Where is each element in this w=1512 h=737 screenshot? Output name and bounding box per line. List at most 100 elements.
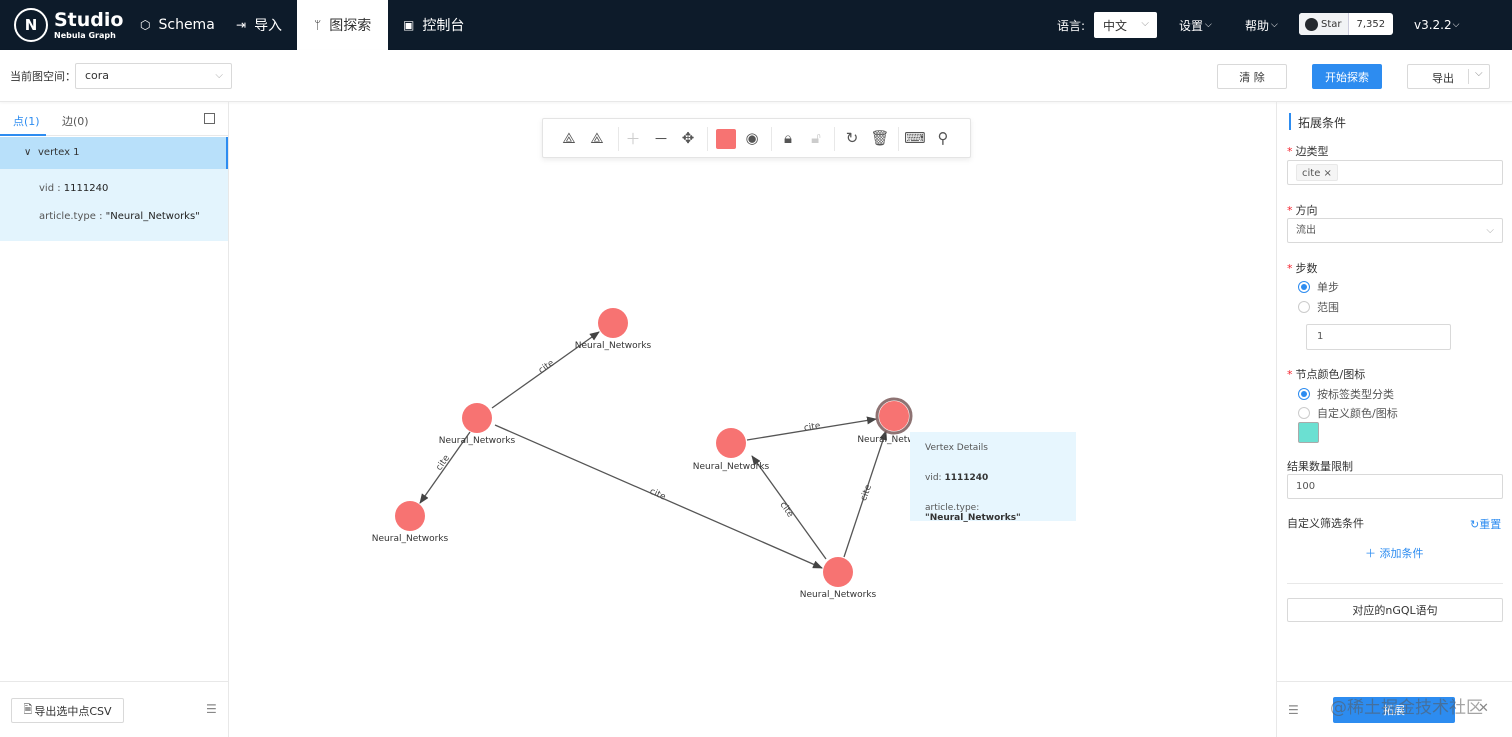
step-single-label: 单步 (1317, 281, 1339, 294)
nav-import[interactable]: ⇥ 导入 (236, 0, 282, 50)
ngql-statement-button[interactable]: 对应的nGQL语句 (1287, 598, 1503, 622)
step-range-radio[interactable]: 范围 (1298, 299, 1339, 315)
graph-node[interactable] (598, 308, 628, 338)
vertex-properties: vid : 1111240 article.type : "Neural_Net… (0, 169, 228, 241)
expand-button[interactable]: 拓展 (1333, 697, 1455, 723)
expand-graph-icon[interactable]: ⟁ (562, 129, 576, 147)
graph-node[interactable] (716, 428, 746, 458)
start-explore-button[interactable]: 开始探索 (1312, 64, 1382, 89)
top-navbar: N Studio Nebula Graph ⬡ Schema ⇥ 导入 ᛘ 图探… (0, 0, 1512, 50)
edge-label: cite (434, 453, 452, 473)
panel-title: 拓展条件 (1298, 116, 1347, 130)
graph-canvas[interactable]: cite cite cite cite cite cite Neural_Net… (229, 102, 1276, 737)
help-menu[interactable]: 帮助 ⌵ (1245, 0, 1278, 50)
step-single-radio[interactable]: 单步 (1298, 279, 1339, 295)
app-logo[interactable]: N Studio Nebula Graph (14, 8, 123, 42)
add-condition-link[interactable]: ＋ 添加条件 (1365, 545, 1424, 561)
undo-icon[interactable]: ↻ (845, 129, 859, 147)
nav-console[interactable]: ▣ 控制台 (403, 0, 464, 50)
graph-edge[interactable] (746, 416, 877, 441)
lock-icon[interactable]: 🔒︎ (784, 129, 792, 147)
space-label: 当前图空间： (10, 70, 76, 83)
reset-label: 重置 (1479, 518, 1502, 531)
node-color-swatch[interactable] (1298, 422, 1319, 443)
graph-node[interactable] (462, 403, 492, 433)
edge-type-tag[interactable]: cite × (1296, 164, 1338, 181)
collapse-menu-icon[interactable]: ☰ (206, 702, 217, 716)
color-custom-radio[interactable]: 自定义颜色/图标 (1298, 405, 1398, 421)
language-select[interactable]: 中文 ⌵ (1094, 12, 1157, 38)
tooltip-vid-label: vid: (925, 473, 945, 483)
selection-tabs: 点(1) 边(0) (0, 102, 229, 136)
node-labels: Neural_Networks Neural_Networks Neural_N… (372, 341, 915, 600)
zoom-in-icon[interactable]: ＋ (625, 129, 641, 148)
eye-icon[interactable]: ◉ (745, 129, 759, 147)
graph-edge[interactable] (494, 424, 823, 569)
chevron-down-icon[interactable]: ⌵ (1475, 68, 1483, 79)
delete-icon[interactable]: 🗑︎ (870, 129, 890, 147)
watermark: @稀土掘金技术社区 (1330, 698, 1483, 718)
nav-schema[interactable]: ⬡ Schema (140, 0, 215, 50)
tooltip-type-row: article.type: "Neural_Networks" (925, 503, 1076, 523)
chevron-down-icon: ∨ (24, 147, 32, 158)
remove-graph-icon[interactable]: ⟁ (590, 129, 604, 147)
node-label: Neural_Networks (693, 462, 770, 472)
collapse-menu-icon[interactable]: ☰ (1288, 703, 1299, 717)
graph-node[interactable] (823, 557, 853, 587)
graph-edge[interactable] (419, 431, 471, 504)
fullscreen-icon[interactable] (204, 113, 215, 124)
edge-label: cite (537, 358, 557, 376)
tooltip-vid-value: 1111240 (944, 473, 989, 483)
graph-node[interactable] (395, 501, 425, 531)
export-csv-button[interactable]: 🗎 导出选中点CSV (11, 698, 124, 723)
search-icon[interactable]: ⚲ (937, 129, 949, 147)
graph-edge[interactable] (843, 430, 887, 558)
export-divider (1468, 69, 1469, 84)
vid-value: 1111240 (63, 183, 109, 194)
tab-vertices[interactable]: 点(1) (13, 115, 40, 128)
move-icon[interactable]: ✥ (681, 129, 695, 147)
toolbar-divider (618, 127, 619, 151)
close-icon[interactable]: × (1323, 168, 1332, 179)
github-star-button[interactable]: Star 7,352 (1299, 13, 1394, 35)
left-footer: 🗎 导出选中点CSV ☰ (0, 681, 229, 737)
selection-panel: 点(1) 边(0) ∨ vertex 1 vid : 1111240 artic… (0, 102, 229, 737)
edge-type-select[interactable]: cite × (1287, 160, 1503, 185)
reset-link[interactable]: ↻重置 (1470, 516, 1501, 532)
graph-edge[interactable] (751, 455, 827, 560)
graph-node[interactable] (879, 401, 909, 431)
graph-toolbar: ⟁ ⟁ ＋ － ✥ ◉ 🔒︎ 🔓︎ ↻ 🗑︎ ⌨ ⚲ (542, 118, 971, 158)
color-by-tag-radio[interactable]: 按标签类型分类 (1298, 386, 1394, 402)
node-label: Neural_Networks (439, 436, 516, 446)
node-label: Neural_Networks (575, 341, 652, 351)
version-menu[interactable]: v3.2.2 ⌵ (1414, 0, 1459, 50)
close-icon[interactable]: ✕ (1478, 701, 1489, 716)
node-color-picker[interactable] (716, 129, 736, 149)
graph-edge[interactable] (491, 331, 600, 409)
tab-edges[interactable]: 边(0) (62, 115, 89, 128)
zoom-out-icon[interactable]: － (653, 129, 669, 148)
vertex-details-tooltip: Vertex Details vid: 1111240 article.type… (910, 432, 1076, 523)
settings-menu[interactable]: 设置 ⌵ (1179, 0, 1212, 50)
clear-button[interactable]: 清 除 (1217, 64, 1287, 89)
keyboard-icon[interactable]: ⌨ (904, 129, 926, 147)
type-label: article.type : (39, 211, 106, 222)
unlock-icon[interactable]: 🔓︎ (811, 129, 821, 147)
export-button[interactable]: 导出 ⌵ (1407, 64, 1490, 89)
color-by-tag-label: 按标签类型分类 (1317, 388, 1394, 401)
space-value: cora (85, 69, 110, 82)
result-limit-input[interactable]: 100 (1287, 474, 1503, 499)
graph-svg[interactable]: cite cite cite cite cite cite Neural_Net… (229, 102, 1276, 737)
tooltip-type-label: article.type: (925, 503, 980, 513)
vertex-item-header[interactable]: ∨ vertex 1 (0, 137, 228, 169)
export-label: 导出 (1432, 72, 1454, 85)
step-count-input[interactable]: 1 (1306, 324, 1451, 350)
direction-select[interactable]: 流出 ⌵ (1287, 218, 1503, 243)
step-range-label: 范围 (1317, 301, 1339, 314)
space-select[interactable]: cora ⌵ (75, 63, 232, 89)
toolbar-divider (898, 127, 899, 151)
schema-icon: ⬡ (140, 18, 151, 32)
chevron-down-icon: ⌵ (215, 70, 223, 81)
graph-node-selected-ring (875, 397, 913, 435)
nav-explore[interactable]: ᛘ 图探索 (297, 0, 388, 50)
